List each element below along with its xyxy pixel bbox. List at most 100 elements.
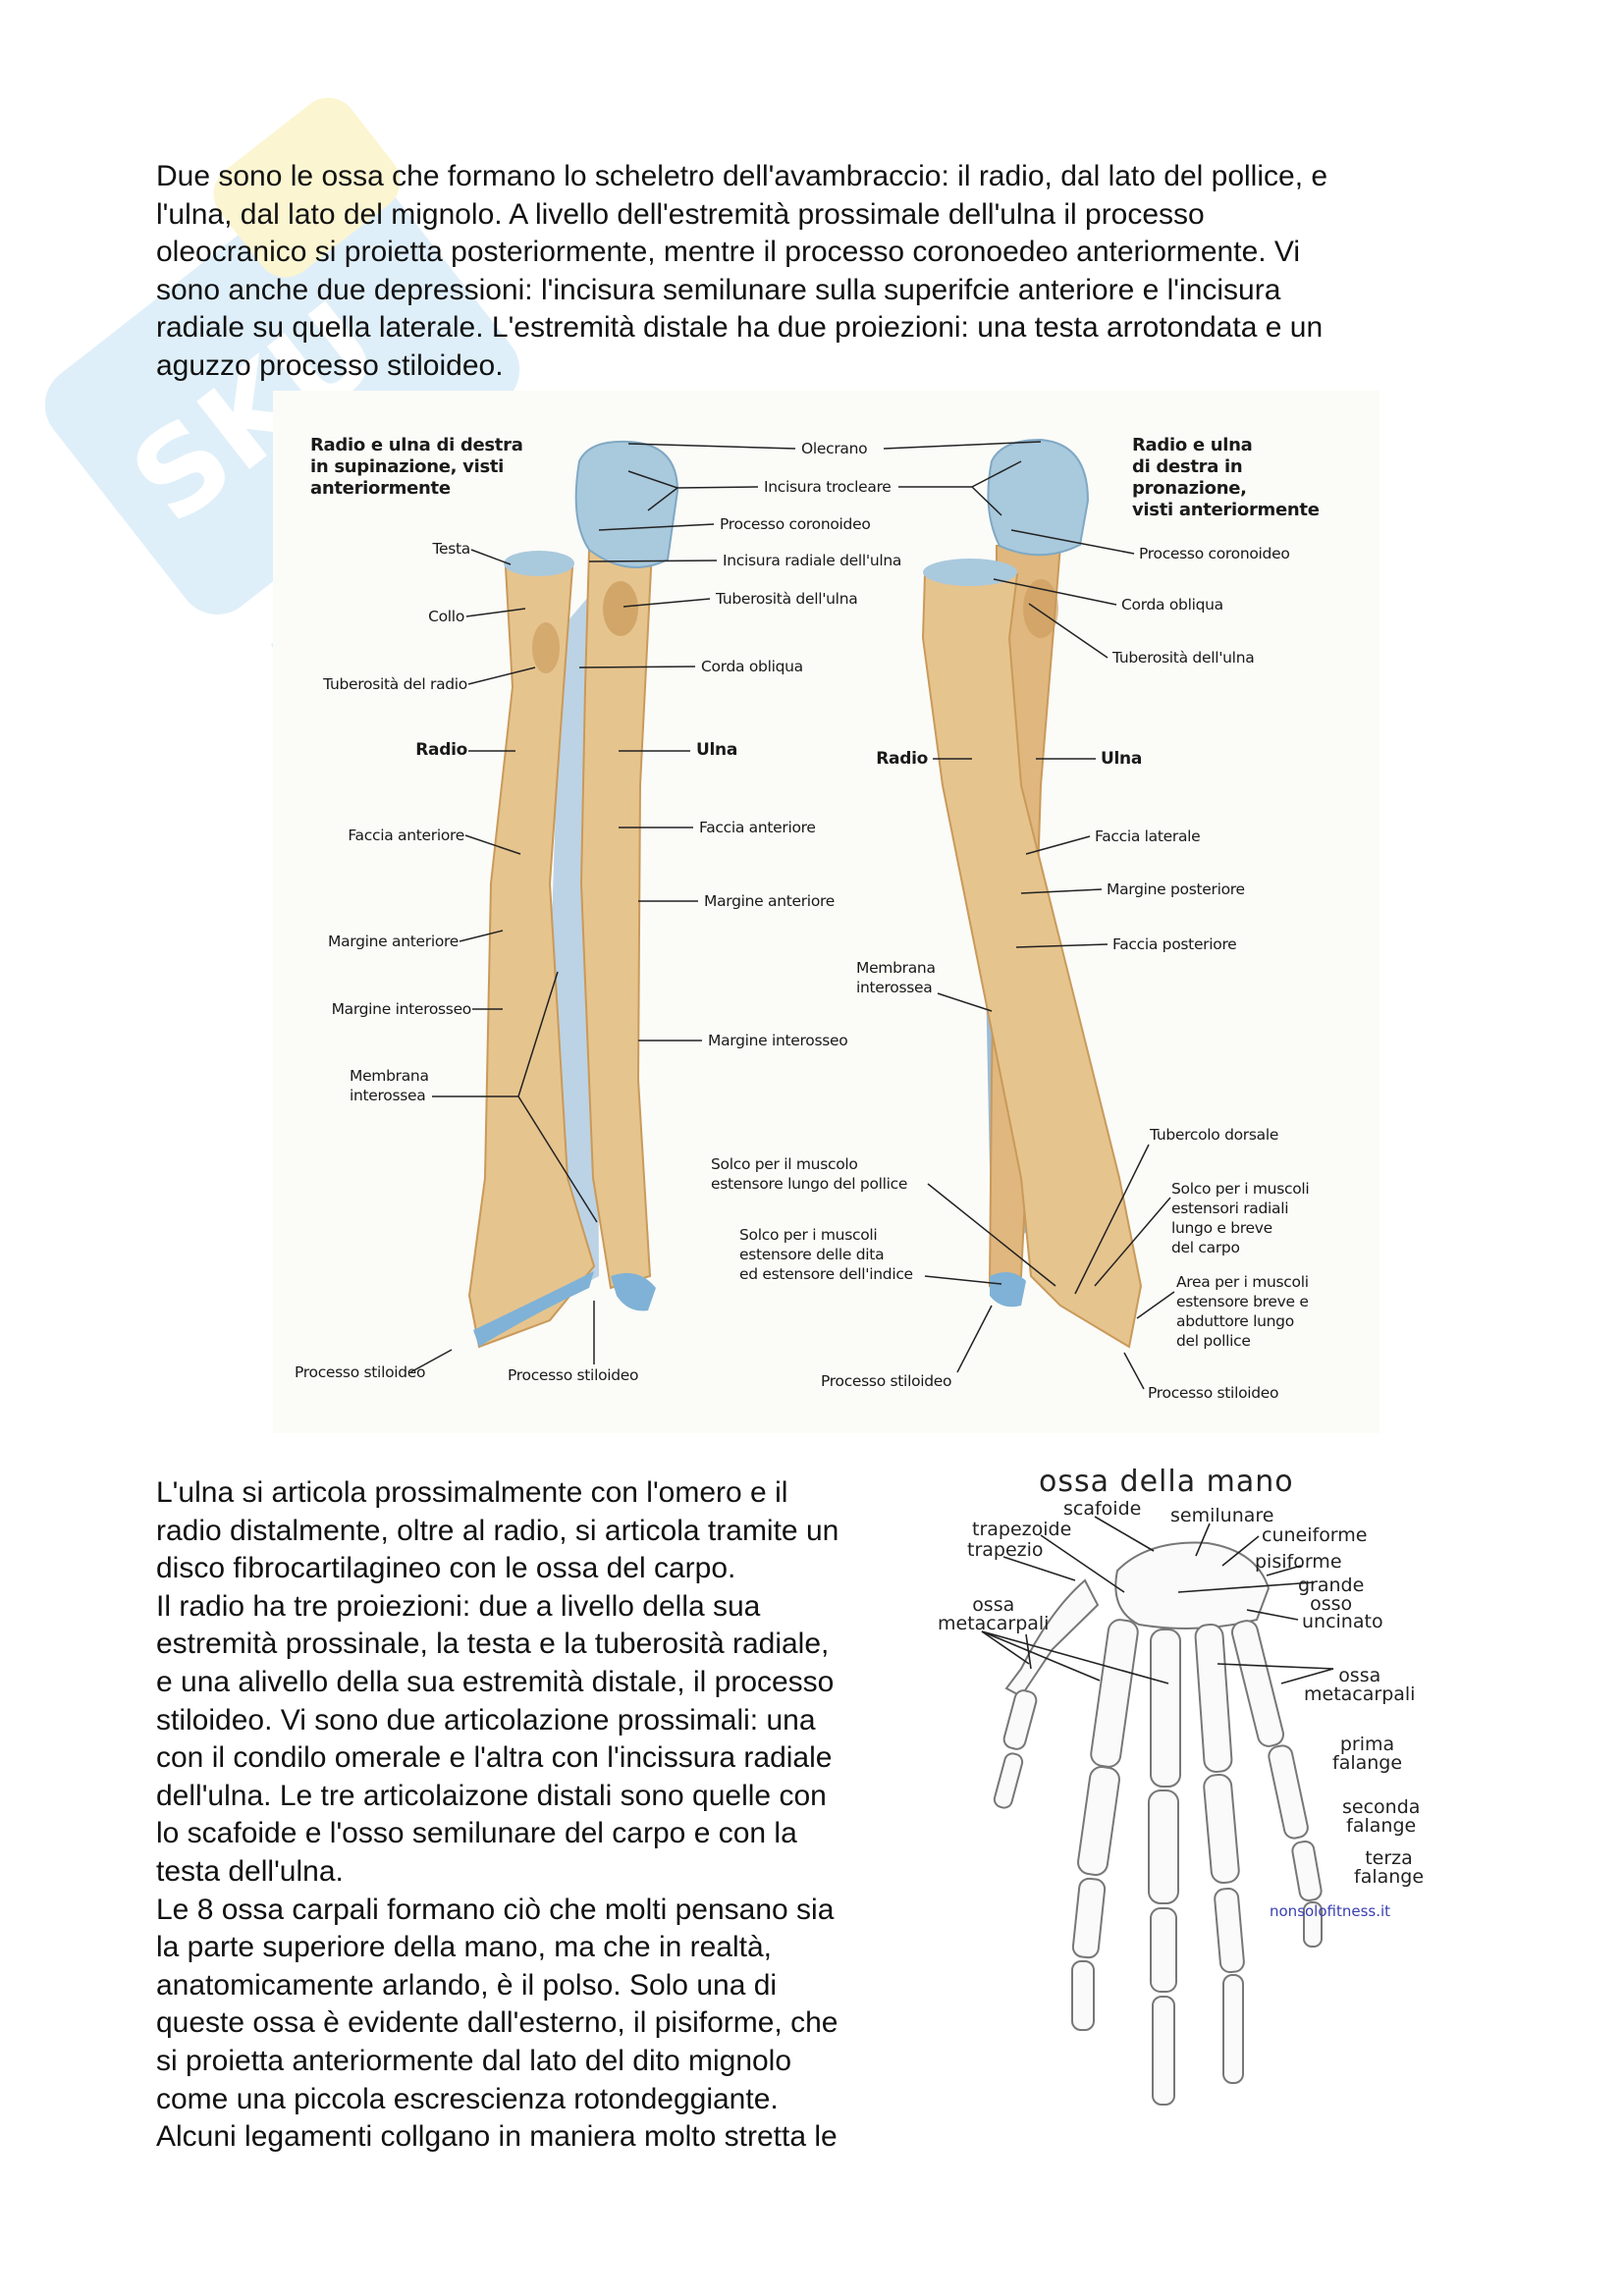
label-ulna: Ulna [696,740,738,760]
forearm-figure: Radio e ulna di destra in supinazione, v… [273,391,1380,1433]
label-faccia-posteriore: Faccia posteriore [1112,935,1237,953]
label-terza-falange: terza falange [1354,1847,1425,1888]
label-uncinato: uncinato [1302,1611,1383,1632]
text-line: si proietta anteriormente dal lato del d… [156,2044,792,2077]
text-line: radiale su quella laterale. L'estremità … [156,311,1324,345]
text-line: Le 8 ossa carpali formano ciò che molti … [156,1893,835,1926]
label-incisura-trocleare: Incisura trocleare [764,478,892,496]
left-leader-lines [409,443,796,1373]
text-line: la parte superiore della mano, ma che in… [156,1931,773,1964]
text-line: L'ulna si articola prossimalmente con l'… [156,1476,788,1509]
label-collo: Collo [428,608,464,625]
text-line: stiloideo. Vi sono due articolazione pro… [156,1703,816,1736]
label-processo-coronoideo-right: Processo coronoideo [1139,545,1290,562]
text-line: radio distalmente, oltre al radio, si ar… [156,1514,839,1547]
finger-index [1071,1619,1139,2031]
hand-figure-title: ossa della mano [1039,1465,1294,1499]
label-solco-estensori-radiali: Solco per i muscoli estensori radiali lu… [1171,1180,1310,1256]
label-cuneiforme: cuneiforme [1262,1524,1368,1546]
text-line: aguzzo processo stiloideo. [156,348,504,382]
label-scafoide: scafoide [1063,1498,1142,1520]
label-corda-obliqua: Corda obliqua [701,658,803,675]
label-ossa-metacarpali-right: ossa metacarpali [1304,1665,1416,1705]
text-line: sono anche due depressioni: l'incisura s… [156,273,1281,306]
right-forearm-illustration [921,438,1143,1349]
label-area-muscoli: Area per i muscoli estensore breve e abd… [1176,1273,1309,1350]
label-tuberosita-ulna-right: Tuberosità dell'ulna [1112,649,1255,667]
text-line: lo scafoide e l'osso semilunare del carp… [156,1817,797,1850]
carpal-bones [1114,1541,1271,1629]
label-processo-stiloideo-ulna-right: Processo stiloideo [821,1372,952,1390]
text-line: Il radio ha tre proiezioni: due a livell… [156,1589,761,1623]
label-membrana-interossea-left: Membrana interossea [350,1067,429,1104]
text-line: con il condilo omerale e l'altra con l'i… [156,1741,833,1775]
text-line: l'ulna, dal lato del mignolo. A livello … [156,197,1205,231]
label-tuberosita-ulna: Tuberosità dell'ulna [716,590,858,608]
label-radio-right: Radio [876,749,928,769]
label-tuberosita-radio: Tuberosità del radio [323,675,467,693]
right-radius [921,573,1143,1349]
text-line: e una alivello della sua estremità dista… [156,1665,835,1698]
label-semilunare: semilunare [1170,1505,1274,1526]
label-processo-stiloideo-radio-right: Processo stiloideo [1148,1384,1279,1402]
finger-middle [1148,1629,1181,2106]
right-view-title: Radio e ulna di destra in pronazione, vi… [1132,435,1320,520]
label-testa: Testa [432,540,470,558]
left-radius [467,566,596,1349]
body-paragraph: L'ulna si articola prossimalmente con l'… [156,1474,839,2157]
text-line: dell'ulna. Le tre articolaizone distali … [156,1779,827,1812]
label-solco-estensore-dita: Solco per i muscoli estensore delle dita… [739,1226,913,1283]
text-line: oleocranico si proietta posteriormente, … [156,236,1301,269]
label-ulna-right: Ulna [1101,749,1143,769]
finger-little [1230,1620,1323,1948]
label-faccia-anteriore-radio: Faccia anteriore [348,827,464,844]
text-line: testa dell'ulna. [156,1854,344,1888]
label-margine-anteriore-ulna: Margine anteriore [704,892,835,910]
hand-figure: ossa della mano scafoide semilunare trap… [938,1461,1476,2118]
intro-paragraph: Due sono le ossa che formano lo scheletr… [156,158,1327,386]
right-leader-lines [883,441,1175,1390]
label-corda-obliqua-right: Corda obliqua [1121,596,1223,614]
label-tubercolo-dorsale: Tubercolo dorsale [1150,1126,1279,1144]
left-forearm-illustration [467,440,679,1349]
left-radius-head [504,551,574,576]
right-olecranon [987,438,1090,557]
label-margine-interosseo-ulna: Margine interosseo [708,1032,848,1049]
label-faccia-laterale: Faccia laterale [1095,828,1201,845]
label-trapezio: trapezio [967,1539,1044,1561]
image-credit: nonsolofitness.it [1270,1902,1391,1920]
label-olecrano: Olecrano [801,440,868,457]
label-seconda-falange: seconda falange [1342,1796,1421,1837]
label-processo-stiloideo-ulna: Processo stiloideo [508,1366,639,1384]
finger-ring [1194,1624,1245,2084]
text-line: Alcuni legamenti collgano in maniera mol… [156,2120,838,2154]
label-margine-interosseo-radio: Margine interosseo [331,1000,472,1018]
text-line: disco fibrocartilagineo con le ossa del … [156,1552,736,1585]
right-ulna-distal-cap [990,1272,1026,1308]
hand-skeleton-illustration [993,1541,1323,2106]
left-ulna-distal-cap [611,1272,656,1311]
label-grande-osso: grande osso [1298,1575,1365,1615]
label-processo-coronoideo: Processo coronoideo [720,515,871,533]
left-olecranon [574,440,679,568]
label-solco-estensore-lungo: Solco per il muscolo estensore lungo del… [711,1155,908,1193]
label-margine-posteriore: Margine posteriore [1107,881,1245,898]
text-line: come una piccola escrescienza rotondeggi… [156,2082,779,2115]
label-pisiforme: pisiforme [1255,1551,1342,1573]
text-line: estremità prossinale, la testa e la tube… [156,1628,830,1661]
text-line: queste ossa è evidente dall'esterno, il … [156,2006,839,2040]
label-membrana-interossea-right: Membrana interossea [856,959,936,996]
text-line: Due sono le ossa che formano lo scheletr… [156,160,1328,192]
label-trapezoide: trapezoide [972,1519,1072,1540]
hand-leader-lines [981,1516,1334,1684]
left-view-title: Radio e ulna di destra in supinazione, v… [310,435,523,499]
label-margine-anteriore-radio: Margine anteriore [328,933,459,950]
label-faccia-anteriore-ulna: Faccia anteriore [699,819,816,836]
label-radio: Radio [415,740,467,760]
label-ossa-metacarpali-left: ossa metacarpali [938,1594,1050,1634]
label-incisura-radiale: Incisura radiale dell'ulna [723,552,902,569]
left-radius-distal-cartilage [473,1271,594,1347]
label-prima-falange: prima falange [1332,1734,1403,1774]
label-processo-stiloideo-radio: Processo stiloideo [295,1363,426,1381]
